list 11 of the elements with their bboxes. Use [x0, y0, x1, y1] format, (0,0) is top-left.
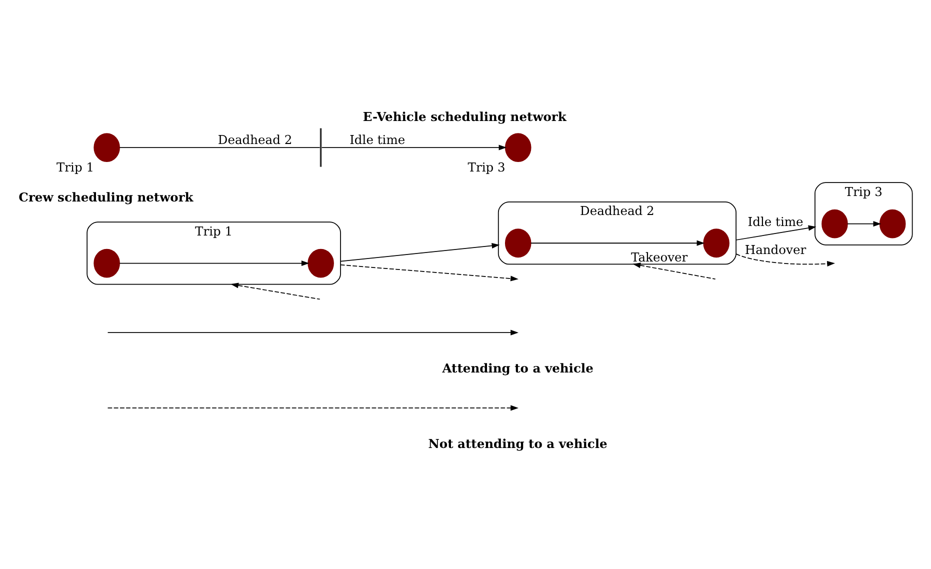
diagram-title: E-Vehicle scheduling network	[362, 108, 566, 124]
legend-label: Attending to a vehicle	[442, 360, 594, 376]
node-label: Trip 3	[468, 160, 506, 174]
legend-label: Not attending to a vehicle	[428, 436, 608, 451]
edge-label: Idle time	[748, 214, 804, 228]
edge-label: Handover	[744, 242, 806, 256]
edge-label: Takeover	[630, 250, 688, 264]
edge-label: Idle time	[350, 132, 406, 147]
label: Crew scheduling network	[18, 189, 194, 204]
node-label: Trip 1	[56, 160, 94, 174]
edge-label: Deadhead 2	[218, 132, 292, 147]
